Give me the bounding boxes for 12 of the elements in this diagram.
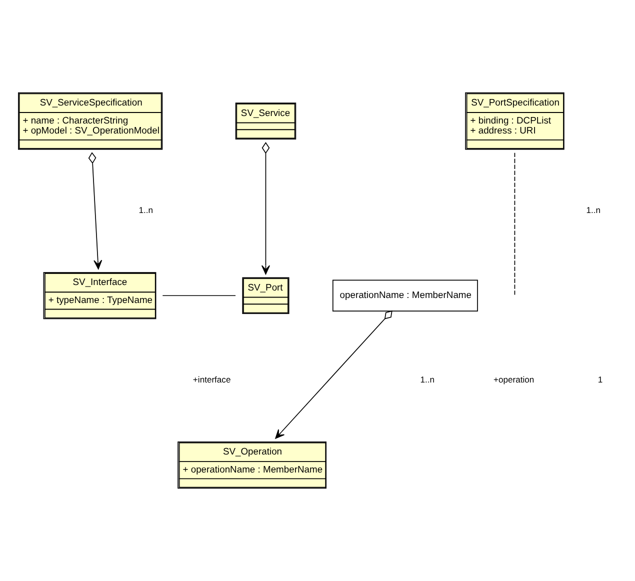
arrow: [275, 310, 392, 439]
label: 1..n: [586, 205, 601, 216]
connector: [162, 295, 236, 296]
label: 1: [598, 374, 603, 384]
arrow: [261, 142, 270, 275]
arrow: [88, 152, 102, 270]
label: 1..n: [138, 205, 154, 216]
node-box: operationName : MemberName: [332, 280, 478, 312]
label: 1..n: [420, 374, 435, 384]
label: +interface: [192, 374, 231, 384]
connector: [514, 152, 516, 296]
label: +operation: [494, 374, 534, 384]
